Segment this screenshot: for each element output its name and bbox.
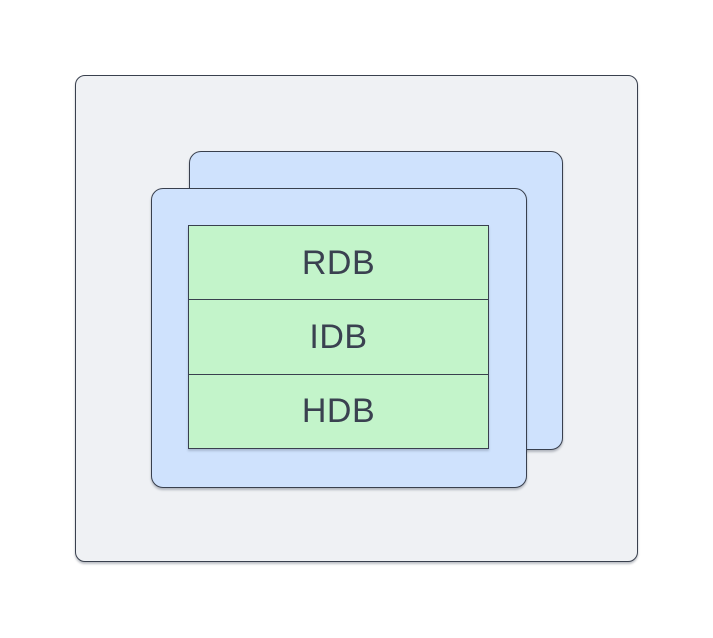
db-row-idb: IDB (189, 299, 488, 374)
db-row-rdb: RDB (189, 226, 488, 300)
db-row-hdb-label: HDB (301, 392, 376, 431)
outer-container: RDB IDB HDB (75, 75, 638, 562)
db-row-hdb: HDB (189, 373, 488, 448)
db-row-idb-label: IDB (309, 317, 368, 356)
db-row-rdb-label: RDB (301, 243, 376, 282)
db-stack-table: RDB IDB HDB (188, 225, 489, 449)
front-layer-card: RDB IDB HDB (151, 188, 527, 488)
